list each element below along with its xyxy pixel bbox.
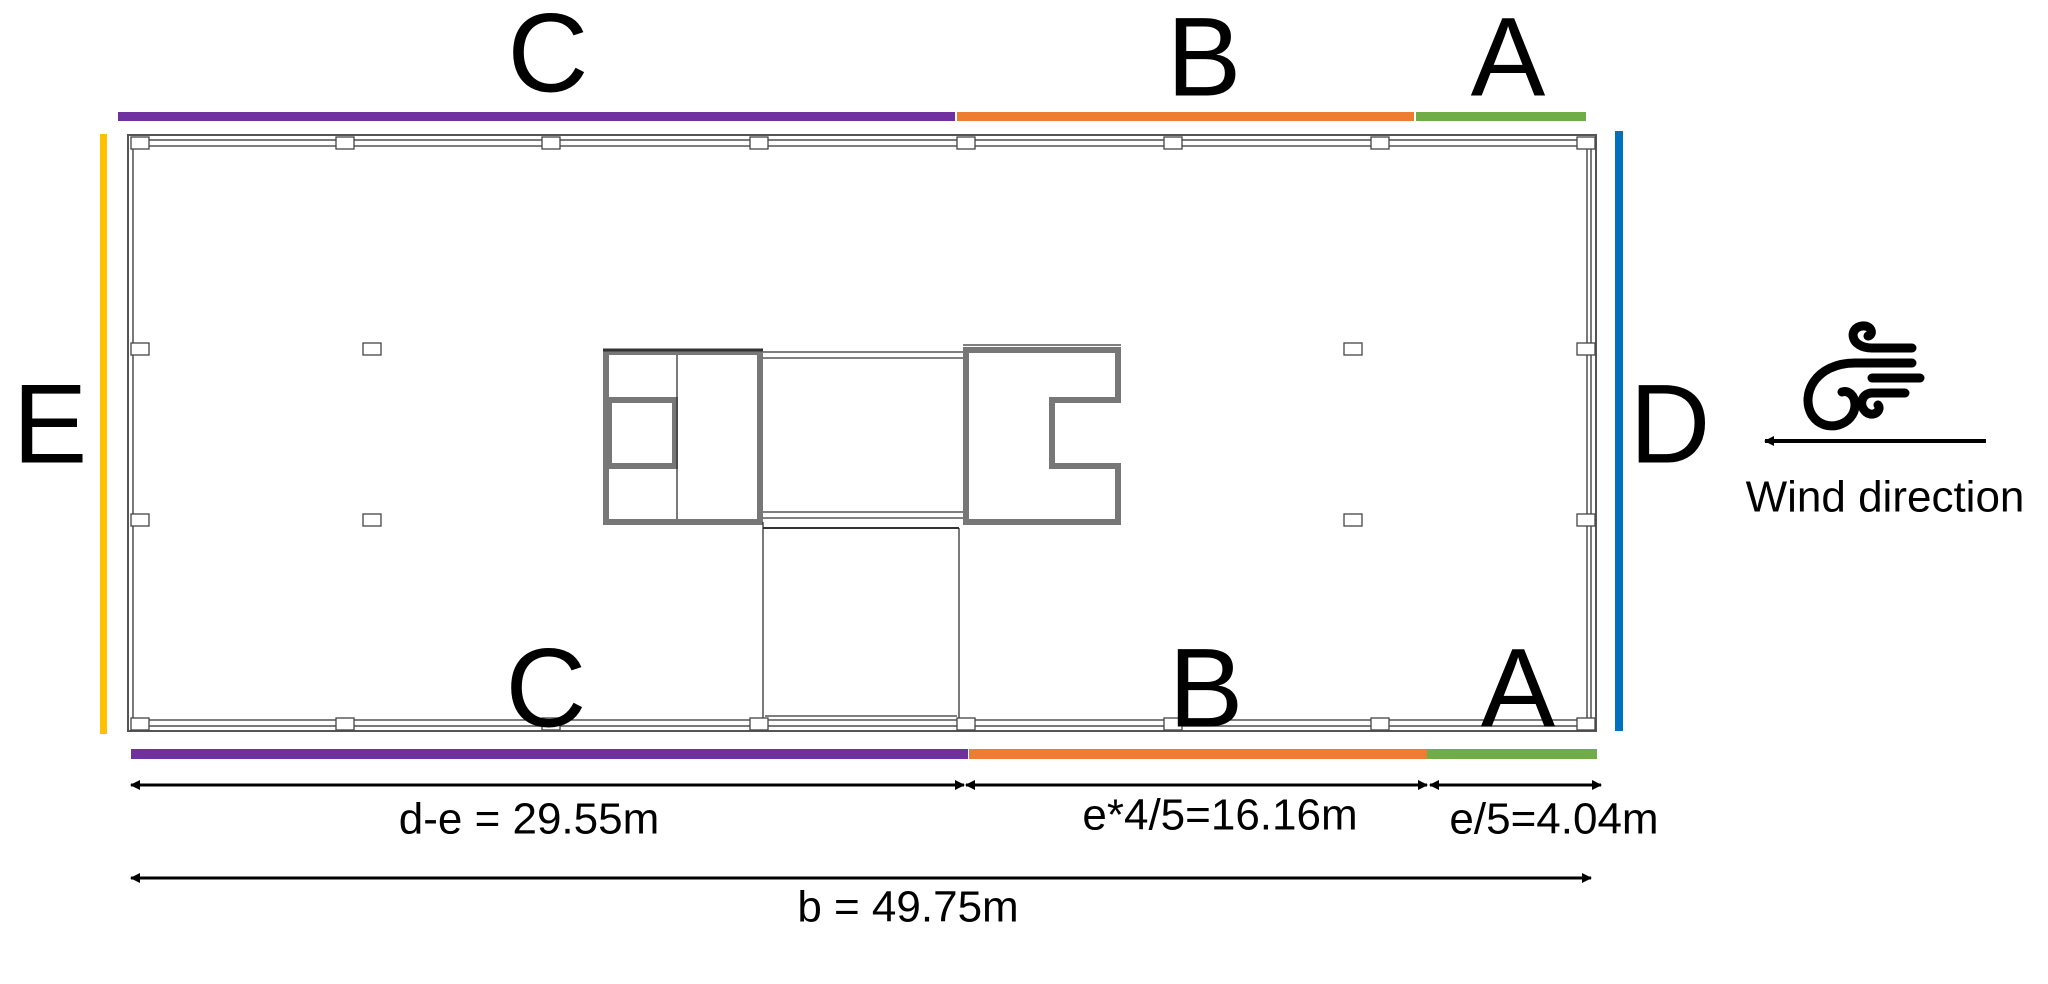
column — [956, 136, 976, 150]
column — [1576, 136, 1596, 150]
zone-bar-bottom-b — [969, 749, 1427, 759]
building-plan — [127, 134, 1597, 732]
column — [541, 717, 561, 731]
column — [130, 136, 150, 150]
column — [1163, 717, 1183, 731]
zone-label-top-c: C — [508, 0, 589, 116]
column — [335, 136, 355, 150]
column — [130, 513, 150, 527]
column — [1343, 342, 1363, 356]
column — [1163, 136, 1183, 150]
zone-label-top-a: A — [1471, 0, 1546, 120]
dimension-label-c: d-e = 29.55m — [399, 795, 660, 844]
column — [749, 717, 769, 731]
dimension-label-a: e/5=4.04m — [1449, 795, 1658, 844]
column — [1576, 342, 1596, 356]
column — [749, 136, 769, 150]
column — [1576, 717, 1596, 731]
zone-bar-top-c — [118, 112, 955, 121]
column — [1370, 717, 1390, 731]
column — [541, 136, 561, 150]
column — [130, 717, 150, 731]
column — [335, 717, 355, 731]
zone-bar-top-a — [1416, 112, 1586, 121]
zone-bar-d — [1615, 131, 1623, 731]
wind-direction-label: Wind direction — [1746, 473, 2025, 522]
zone-label-bottom-c: C — [506, 626, 587, 751]
column — [362, 513, 382, 527]
zone-label-top-b: B — [1167, 0, 1242, 120]
zone-label-d: D — [1630, 362, 1711, 487]
column — [130, 342, 150, 356]
zone-bar-bottom-a — [1427, 749, 1597, 759]
zone-bar-bottom-c — [131, 749, 968, 759]
dimension-label-total: b = 49.75m — [797, 883, 1018, 932]
column — [362, 342, 382, 356]
column — [1576, 513, 1596, 527]
zone-bar-e — [100, 134, 107, 734]
zone-label-e: E — [13, 362, 88, 487]
dimension-label-b: e*4/5=16.16m — [1082, 791, 1357, 840]
column — [1343, 513, 1363, 527]
zone-label-bottom-a: A — [1481, 626, 1556, 751]
zone-bar-top-b — [957, 112, 1414, 121]
zone-label-bottom-b: B — [1169, 626, 1244, 751]
wind-icon — [1803, 321, 1925, 431]
column — [1370, 136, 1390, 150]
column — [956, 717, 976, 731]
